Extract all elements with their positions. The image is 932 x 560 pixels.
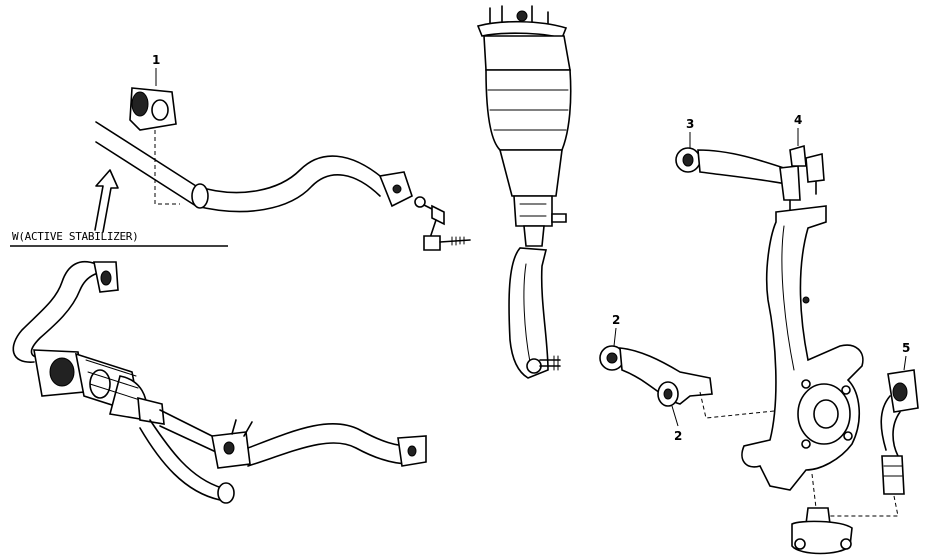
active-stabilizer-arrow xyxy=(94,169,119,233)
lower-control-arm xyxy=(599,345,785,419)
stabilizer-bar-assembly xyxy=(95,87,471,251)
svg-text:4: 4 xyxy=(794,113,802,127)
svg-text:3: 3 xyxy=(686,117,694,131)
callout-3: 3 xyxy=(686,117,694,148)
steering-knuckle xyxy=(741,205,864,491)
callout-4: 4 xyxy=(794,113,802,146)
callout-1: 1 xyxy=(152,53,160,86)
strut-fork xyxy=(508,247,561,379)
air-suspension-strut xyxy=(476,5,572,247)
lower-arm-5 xyxy=(820,369,919,517)
svg-text:2: 2 xyxy=(612,313,620,327)
stabilizer-bushing xyxy=(129,87,177,131)
callout-5: 5 xyxy=(902,341,910,371)
active-stabilizer-caption: W(ACTIVE STABILIZER) xyxy=(12,230,138,243)
svg-text:5: 5 xyxy=(902,341,910,355)
ball-joint xyxy=(791,473,853,555)
upper-control-arm xyxy=(675,144,825,213)
svg-text:1: 1 xyxy=(152,53,160,67)
svg-text:2: 2 xyxy=(674,429,682,443)
stabilizer-link xyxy=(414,196,471,251)
callout-2-lower: 2 xyxy=(671,405,682,443)
callout-2-upper: 2 xyxy=(612,313,620,347)
active-stabilizer-assembly xyxy=(12,260,427,504)
